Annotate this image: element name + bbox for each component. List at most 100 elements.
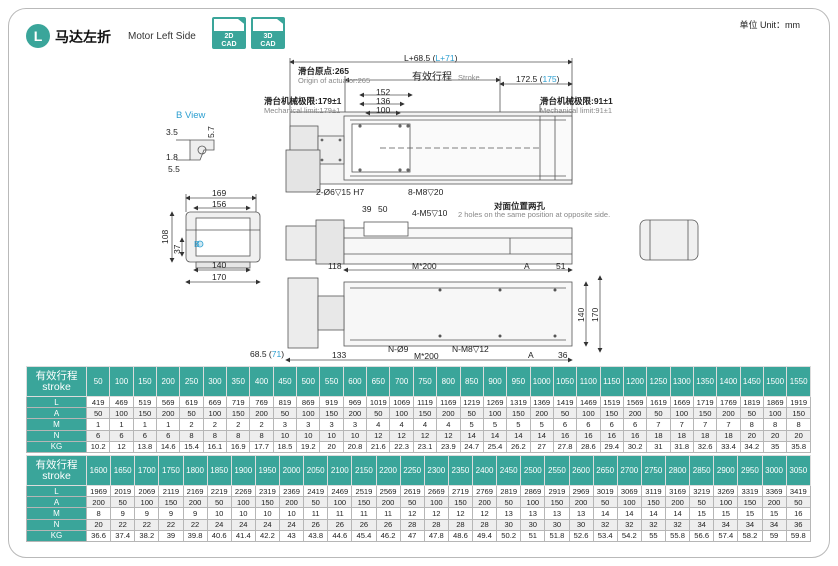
stroke-value: 500	[296, 366, 321, 397]
stroke-value: 2450	[496, 455, 522, 486]
table-cell: 24	[278, 518, 305, 531]
table-cell: 200	[664, 496, 691, 509]
stroke-value: 1950	[254, 455, 281, 486]
stroke-value: 2000	[278, 455, 305, 486]
stroke-value: 1850	[206, 455, 232, 486]
table-cell: 11	[351, 507, 377, 520]
table-cell: 3069	[616, 484, 642, 498]
table-cell: 10	[230, 507, 256, 520]
cad-2d-download-button[interactable]: 2D CAD	[212, 17, 246, 49]
table-cell: 14	[506, 429, 531, 442]
table-cell: 37.4	[110, 529, 136, 542]
table-cell: 50	[496, 496, 522, 509]
table-cell: 1919	[786, 395, 811, 409]
stroke-value: 200	[156, 366, 181, 397]
table-cell: 15.4	[179, 440, 204, 453]
table-cell: 1	[156, 418, 181, 431]
side-view	[285, 219, 573, 265]
dim-108: 108	[160, 230, 170, 244]
table-cell: 2469	[327, 484, 353, 498]
table-cell: 59.8	[785, 529, 812, 542]
table-cell: 28	[423, 518, 449, 531]
table-cell: 28	[399, 518, 425, 531]
table-cell: 1619	[646, 395, 671, 409]
table-cell: 669	[202, 395, 228, 409]
row-header: KG	[26, 529, 87, 542]
dim-5-7: 5.7	[206, 126, 216, 138]
table-cell: 36	[785, 518, 812, 531]
table-cell: 419	[85, 395, 111, 409]
stroke-value: 900	[482, 366, 508, 397]
stroke-value: 2300	[423, 455, 449, 486]
row-header: A	[26, 407, 87, 420]
end-view-left	[169, 194, 261, 285]
table-cell: 200	[85, 496, 112, 509]
table-cell: 12	[447, 507, 474, 520]
table-cell: 4	[389, 418, 414, 431]
table-cell: 16	[599, 429, 624, 442]
table-cell: 4	[436, 418, 461, 431]
dim-5-5: 5.5	[168, 164, 180, 174]
stroke-value: 1350	[692, 366, 718, 397]
table-cell: 15	[713, 507, 739, 520]
table-cell: 12	[389, 429, 414, 442]
dim-1-8: 1.8	[166, 152, 178, 162]
b-view-label: B View	[176, 110, 206, 121]
stroke-value: 950	[506, 366, 531, 397]
row-header: L	[26, 395, 87, 409]
table-cell: 11	[303, 507, 329, 520]
stroke-value: 3000	[761, 455, 787, 486]
table-cell: 100	[576, 407, 601, 420]
table-cell: 2	[202, 418, 228, 431]
end-view-right	[639, 219, 699, 261]
table-cell: 14	[616, 507, 642, 520]
table-cell: 8	[762, 418, 788, 431]
table-cell: 50	[592, 496, 618, 509]
table-cell: 4	[412, 418, 438, 431]
dim-170-vertical: 170	[590, 308, 600, 322]
stroke-value: 450	[272, 366, 298, 397]
dim-total-length: L+68.5 (L+71)	[404, 53, 458, 63]
table-cell: 100	[134, 496, 160, 509]
table-cell: 100	[713, 496, 739, 509]
origin-label: 滑台原点:265	[298, 66, 349, 76]
stroke-value: 550	[319, 366, 344, 397]
stroke-value: 100	[109, 366, 134, 397]
stroke-value: 300	[202, 366, 228, 397]
stroke-value: 1800	[182, 455, 208, 486]
dim-37: 37	[172, 244, 182, 254]
stroke-value: 1400	[716, 366, 741, 397]
dim-156: 156	[212, 199, 226, 209]
table-cell: 150	[506, 407, 531, 420]
page-subtitle: Motor Left Side	[128, 31, 196, 42]
table-cell: 14	[640, 507, 667, 520]
table-cell: 100	[762, 407, 788, 420]
table-cell: 2719	[447, 484, 474, 498]
table-cell: 9	[110, 507, 136, 520]
table-cell: 1219	[459, 395, 484, 409]
dim-170: 170	[212, 272, 226, 282]
table-cell: 150	[351, 496, 377, 509]
table-cell: 23.1	[412, 440, 438, 453]
dim-a-bottom: A	[528, 350, 534, 360]
table-cell: 18	[669, 429, 694, 442]
hole-callout-m5: 4-M5▽10	[412, 208, 448, 218]
cad-3d-download-button[interactable]: 3D CAD	[251, 17, 285, 49]
table-cell: 9	[158, 507, 184, 520]
table-cell: 32	[592, 518, 618, 531]
table-cell: 150	[640, 496, 667, 509]
table-cell: 200	[529, 407, 554, 420]
table-cell: 42.2	[254, 529, 281, 542]
table-cell: 969	[342, 395, 368, 409]
table-cell: 2169	[182, 484, 208, 498]
table-cell: 13	[520, 507, 546, 520]
stroke-value: 2600	[568, 455, 594, 486]
table-cell: 1769	[716, 395, 741, 409]
mech-limit-right: 滑台机械极限:91±1	[540, 96, 613, 106]
